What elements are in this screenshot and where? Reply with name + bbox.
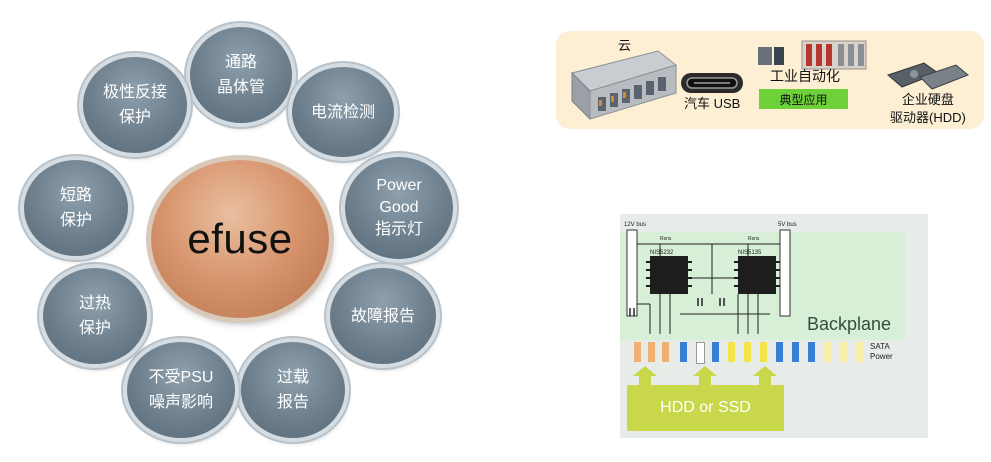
applications-card: 云 汽车 USB 工业自动化 企业硬盘 驱动器(HDD) [556, 31, 984, 129]
industrial-label: 工业自动化 [770, 68, 840, 84]
rsns1-label: Rsns [660, 236, 672, 242]
industrial-image [758, 40, 867, 70]
backplane-circuit: 12V bus 5V bus NIS5232 NIS5135 Rsns Rsns [624, 222, 797, 334]
backplane-title: Backplane [807, 314, 892, 334]
feature-current-sense: 电流检测 [292, 67, 394, 157]
bus-5v-label: 5V bus [778, 222, 797, 228]
sata-pin [840, 342, 847, 362]
hdd-or-ssd-block: HDD or SSD [627, 385, 784, 431]
sata-pin [634, 342, 641, 362]
usb-label: 汽车 USB [684, 96, 741, 111]
sata-pin [680, 342, 687, 362]
hard-drive-image [887, 62, 969, 90]
feature-power-good: Power Good 指示灯 [345, 157, 453, 259]
feature-psu-noise-immunity: 不受PSU 噪声影响 [127, 342, 235, 438]
sata-pin [792, 342, 799, 362]
sata-pin [856, 342, 863, 362]
power-arrows [633, 366, 777, 386]
bus-12v-label: 12V bus [624, 222, 646, 228]
typical-applications-tag: 典型应用 [759, 89, 848, 109]
usb-c-icon [681, 73, 743, 93]
sata-pin [744, 342, 751, 362]
rsns2-label: Rsns [748, 236, 760, 242]
efuse-center-label: efuse [187, 215, 293, 262]
sata-pin [662, 342, 669, 362]
feature-fault-report: 故障报告 [330, 268, 436, 364]
feature-short-circuit-protection: 短路 保护 [24, 160, 128, 256]
sata-pin [728, 342, 735, 362]
feature-reverse-polarity-protection: 极性反接 保护 [83, 57, 187, 153]
sata-pin [776, 342, 783, 362]
sata-pin [712, 342, 719, 362]
sata-power-label: SATA Power [870, 342, 893, 361]
feature-pass-transistor: 通路 晶体管 [190, 27, 292, 123]
efuse-center-node: efuse [151, 160, 329, 318]
sata-pin [760, 342, 767, 362]
server-image [571, 50, 678, 121]
hdd-label: 企业硬盘 驱动器(HDD) [890, 92, 966, 125]
feature-thermal-protection: 过热 保护 [43, 268, 147, 364]
sata-pin [824, 342, 831, 362]
cloud-label: 云 [618, 38, 632, 53]
sata-pin [648, 342, 655, 362]
sata-pin [808, 342, 815, 362]
chip2-label: NIS5135 [738, 250, 762, 256]
feature-overload-report: 过载 报告 [241, 342, 345, 438]
chip1-label: NIS5232 [650, 250, 674, 256]
sata-pin [696, 342, 705, 364]
